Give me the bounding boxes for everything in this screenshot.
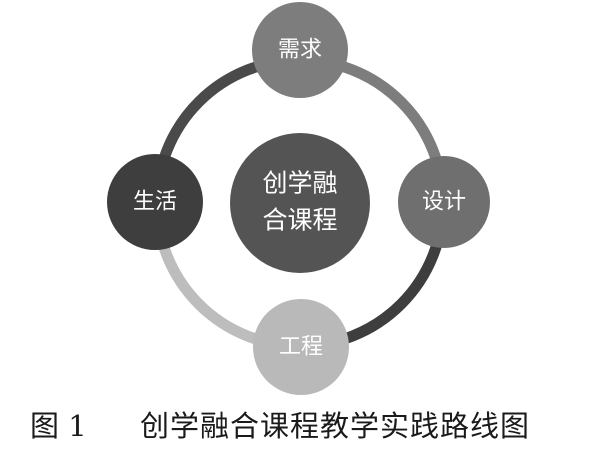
figure-title: 创学融合课程教学实践路线图 [140, 409, 531, 443]
node-top: 需求 [252, 2, 348, 98]
node-top-label: 需求 [278, 38, 322, 63]
figure-number: 图 1 [30, 409, 87, 443]
figure-caption: 图 1 创学融合课程教学实践路线图 [0, 404, 594, 448]
node-top-circle [252, 2, 348, 98]
node-bottom: 工程 [253, 299, 349, 395]
center-label-line2: 合课程 [262, 206, 337, 235]
node-left: 生活 [107, 154, 203, 250]
node-bottom-label: 工程 [279, 335, 323, 360]
cycle-diagram: 创学融 合课程 需求 设计 工程 生活 [107, 2, 490, 395]
center-label-line1: 创学融 [262, 169, 337, 198]
center-circle [230, 133, 370, 273]
node-right: 设计 [398, 156, 490, 248]
node-left-label: 生活 [133, 190, 177, 215]
node-right-circle [398, 156, 490, 248]
center-node: 创学融 合课程 [230, 133, 370, 273]
node-bottom-circle [253, 299, 349, 395]
node-right-label: 设计 [422, 190, 466, 215]
node-left-circle [107, 154, 203, 250]
